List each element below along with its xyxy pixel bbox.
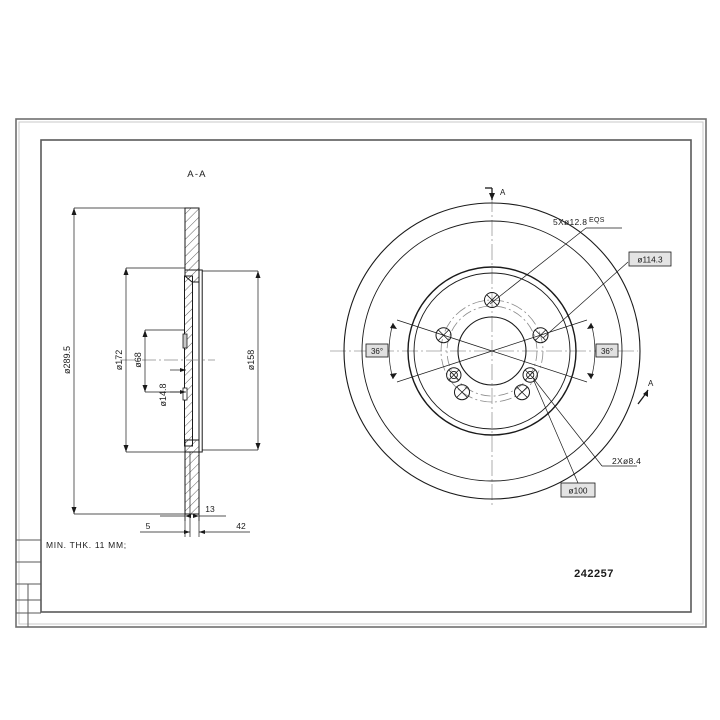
angle-label-right-group: 36° — [595, 343, 619, 358]
hat-flange — [184, 439, 200, 453]
callout-bolt-circle-frame — [628, 251, 672, 267]
rotor-outer-edge — [343, 202, 641, 500]
callout-pilot-holes: 2Xø8.4 — [612, 456, 641, 466]
angle-label-right: 36° — [601, 347, 613, 356]
center-bore-circle — [457, 316, 527, 386]
pilot-hole-section — [182, 387, 188, 401]
lug-hole — [514, 384, 530, 401]
sheet-outer-border — [15, 118, 707, 628]
angle-label-left-frame — [365, 343, 389, 358]
braking-ring-bottom — [184, 451, 200, 515]
angle-label-right-frame — [595, 343, 619, 358]
section-arrow-label-top: A — [500, 188, 506, 197]
part-number: 242257 — [574, 568, 614, 580]
angle-dimension-arcs — [388, 319, 596, 383]
callout-eqs: EQS — [589, 217, 605, 224]
callout-bolt-circle: ø114.3 — [637, 255, 663, 265]
section-title: A-A — [187, 169, 206, 180]
hat-wall — [184, 275, 193, 447]
lug-hole — [484, 292, 500, 308]
braking-ring-top — [184, 207, 200, 271]
angle-label-left: 36° — [371, 347, 383, 356]
callout-pilot-circle-frame — [560, 482, 596, 498]
min-thickness-note: MIN. THK. 11 MM; — [46, 540, 127, 550]
section-dimension-lines — [71, 207, 261, 515]
dim-disc-thickness: 13 — [205, 504, 215, 514]
hat-outer-circle — [407, 266, 577, 436]
section-arrow-label-bottom: A — [648, 379, 654, 388]
section-arrow-bottom — [637, 389, 649, 405]
drawing-frame — [40, 139, 692, 613]
callout-pilot-circle-group: ø100 — [560, 482, 596, 498]
pilot-hole — [446, 367, 462, 383]
dim-inner-braking-diameter: ø158 — [246, 350, 256, 371]
lug-hole-section — [182, 333, 188, 349]
hat-inner-circle — [413, 272, 571, 430]
section-view-group: A-A — [46, 169, 261, 550]
dim-small-hole: ø14.8 — [158, 383, 168, 406]
mounting-face — [198, 269, 203, 453]
angle-label-left-group: 36° — [365, 343, 389, 358]
rotor-profile — [182, 207, 203, 515]
face-view-group: 36° 36° 5Xø12.8 EQS ø114.3 2Xø8.4 — [330, 187, 672, 508]
dim-overall-height: 42 — [236, 521, 246, 531]
pilot-circle-100 — [446, 305, 538, 397]
dim-offset-left: 5 — [146, 521, 151, 531]
section-arrow-top — [485, 187, 495, 200]
callout-pilot-circle: ø100 — [569, 486, 588, 496]
bolt-circle-114 — [440, 299, 544, 403]
callout-bolt-circle-group: ø114.3 — [628, 251, 672, 267]
dim-outer-diameter: ø289.5 — [62, 346, 72, 374]
section-linear-dimensions — [140, 452, 250, 537]
margin-table — [16, 539, 41, 627]
rotor-braking-surface-outer — [361, 220, 623, 482]
lug-hole — [454, 384, 470, 401]
dim-hat-outer-diameter: ø172 — [114, 350, 124, 371]
leader-lines — [489, 227, 637, 484]
callout-lug-holes: 5Xø12.8 — [553, 217, 587, 227]
dim-center-bore: ø68 — [133, 352, 143, 368]
sheet-outer-border-shadow — [18, 121, 704, 625]
